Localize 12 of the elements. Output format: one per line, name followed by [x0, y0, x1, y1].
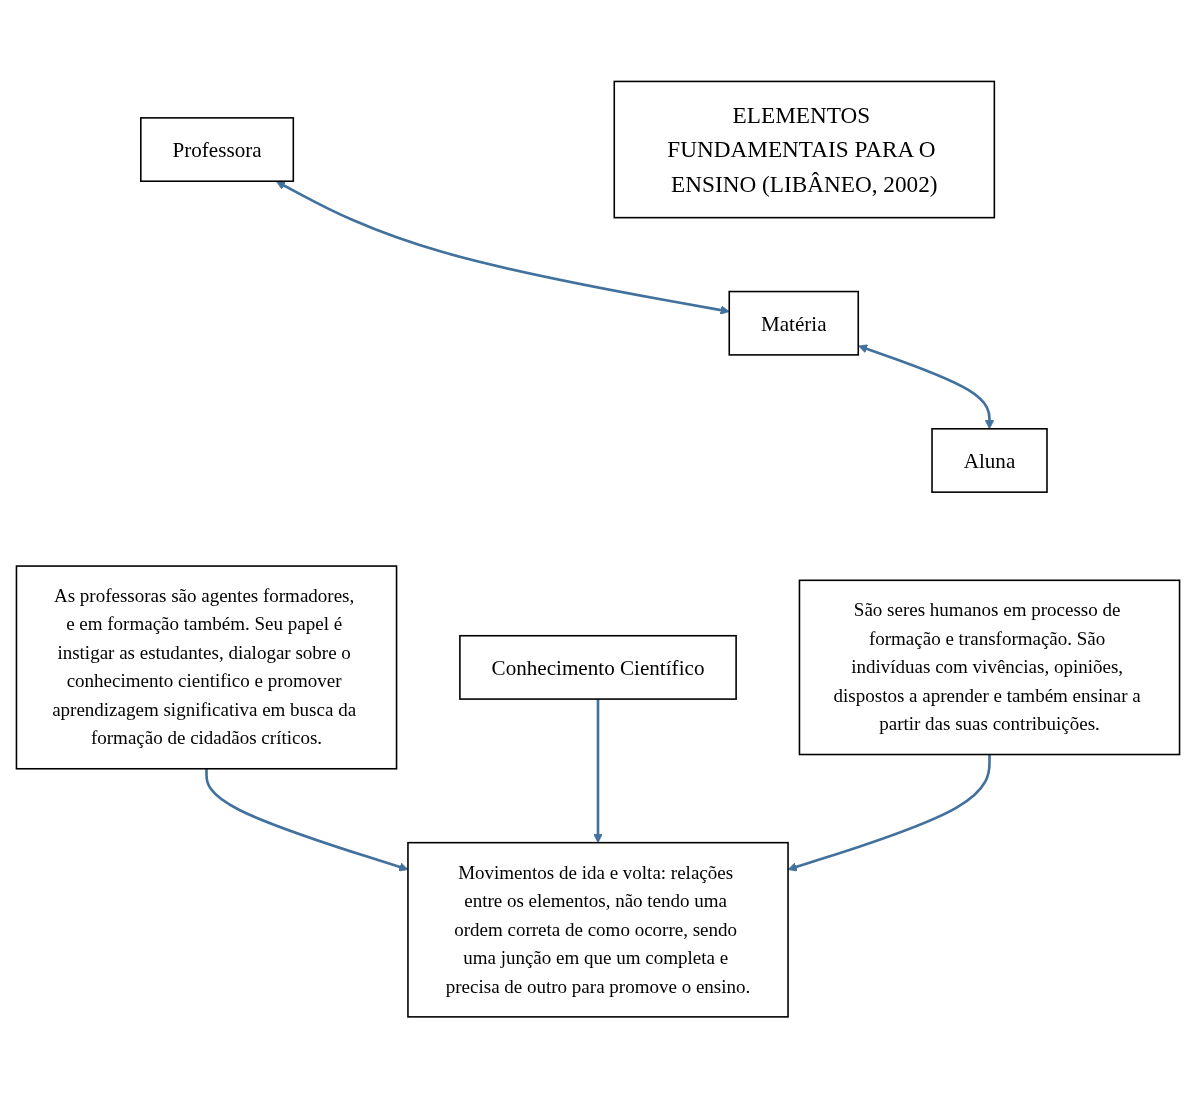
- arrow: [857, 344, 994, 430]
- arrow: [592, 699, 603, 844]
- node-box: Movimentos de ida e volta: relações entre os elementos, não tendo uma ordem correta de como ocorre, sendo uma junção em que um completa e precisa de outro para promove o ensino.: [406, 842, 789, 1018]
- node-box: São seres humanos em processo de formação e transformação. São indivíduas com vivências, opiniões, dispostos a aprender e também ensinar a partir das suas contribuições.: [798, 579, 1180, 756]
- node-box: As professoras são agentes formadores, e em formação também. Seu papel é instigar as estudantes, dialogar sobre o conhecimento cientifico e promover aprendizagem significativa em busca da formação de cidadãos críticos.: [15, 565, 397, 770]
- node-box: Aluna: [930, 428, 1048, 494]
- node-box: ELEMENTOS FUNDAMENTAIS PARA O ENSINO (LIBÂNEO, 2002): [613, 80, 995, 219]
- arrow: [787, 754, 991, 872]
- arrow: [204, 769, 408, 872]
- node-box: Conhecimento Científico: [458, 635, 737, 701]
- node-box: Professora: [139, 117, 294, 183]
- node-box: Matéria: [727, 291, 859, 357]
